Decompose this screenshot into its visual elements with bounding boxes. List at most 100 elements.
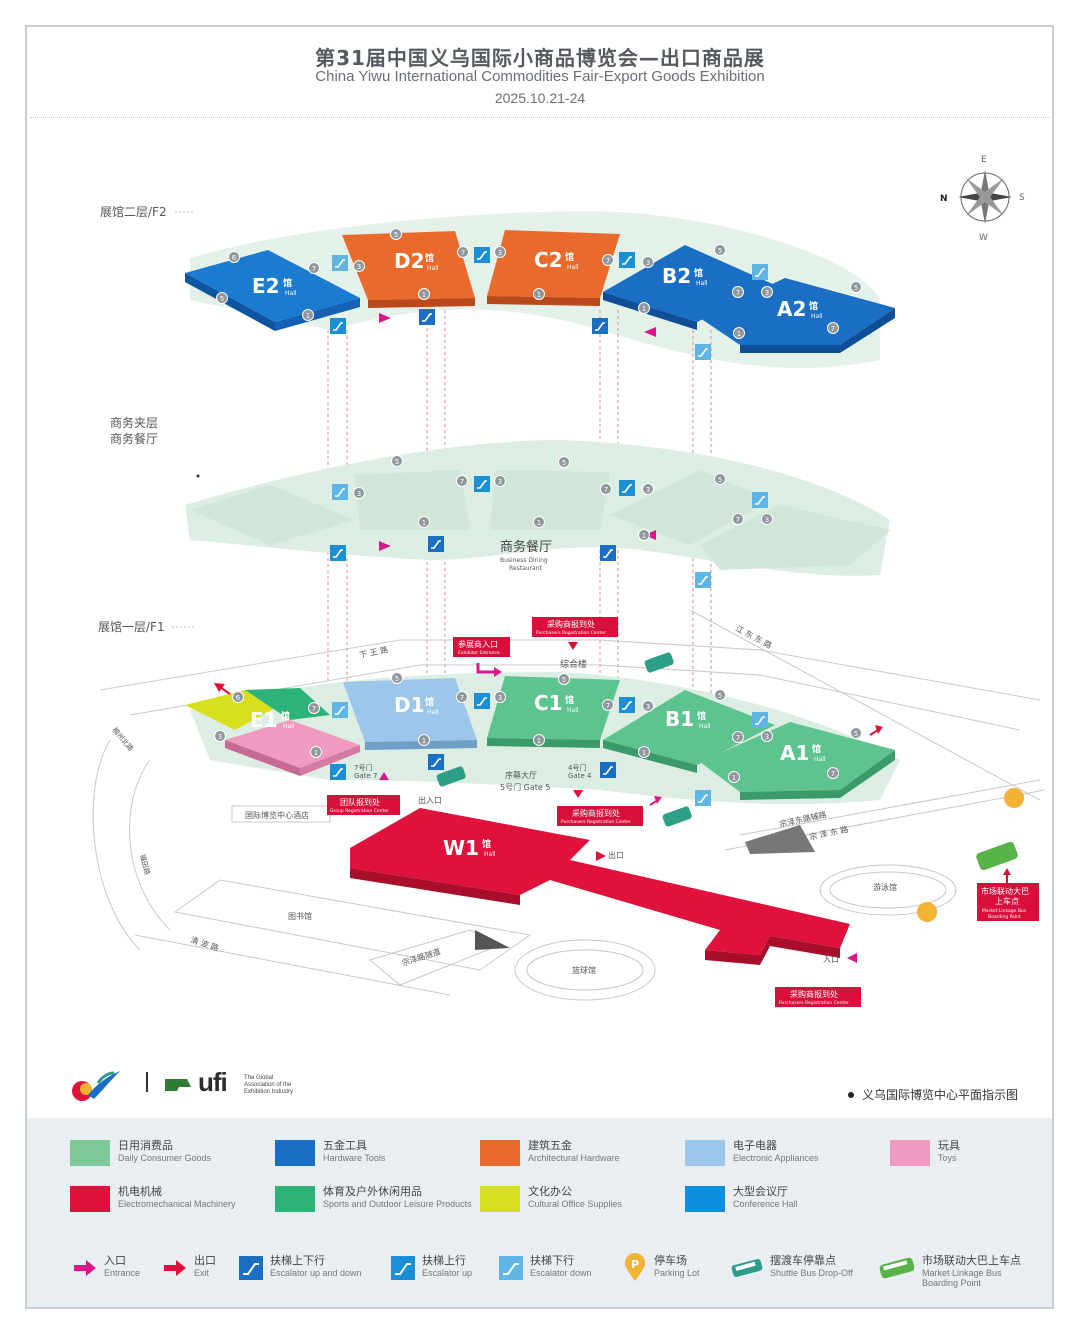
facility-marker: 1	[728, 771, 740, 783]
legend-label-cn: 文化办公	[528, 1185, 572, 1198]
facility-marker: 3	[214, 730, 226, 742]
svg-text:1: 1	[537, 737, 541, 745]
svg-text:6: 6	[236, 694, 241, 702]
facility-marker: 1	[533, 734, 545, 746]
legend-label-cn: 电子电器	[733, 1139, 777, 1152]
hall-c1[interactable]	[487, 676, 620, 740]
facility-marker: 5	[850, 727, 862, 739]
escalator-up-icon	[474, 693, 490, 709]
svg-text:Hall: Hall	[699, 723, 711, 730]
facility-marker: 7	[600, 483, 612, 495]
hall-b1[interactable]	[603, 690, 775, 765]
svg-text:馆: 馆	[812, 743, 821, 755]
facility-marker: 3	[353, 487, 365, 499]
svg-text:1: 1	[732, 774, 736, 782]
escalator-up-icon	[474, 476, 490, 492]
level-f1-label: 展馆一层/F1	[98, 619, 165, 634]
svg-text:Hall: Hall	[484, 851, 496, 858]
escalator-down-icon	[498, 1255, 524, 1281]
hall-e1[interactable]	[225, 720, 360, 768]
mezzanine-level: 商务餐厅 Business Dining Restaurant	[185, 440, 890, 576]
hall-a1[interactable]	[700, 722, 895, 792]
escalator-both-icon	[592, 318, 608, 334]
escalator-down-icon	[695, 790, 711, 806]
hall-e2[interactable]	[185, 250, 360, 322]
svg-text:序幕大厅: 序幕大厅	[505, 770, 537, 780]
svg-text:Hall: Hall	[696, 280, 708, 287]
facility-marker: 1	[302, 309, 314, 321]
svg-text:Gate 7: Gate 7	[354, 772, 377, 780]
legend-label-cn: 玩具	[938, 1139, 960, 1152]
hall-a2[interactable]	[700, 278, 895, 345]
escalator-down-icon	[752, 712, 768, 728]
svg-text:3: 3	[357, 490, 361, 498]
svg-text:5: 5	[220, 295, 224, 303]
svg-text:Hall: Hall	[814, 756, 826, 763]
svg-text:Hall: Hall	[427, 709, 439, 716]
svg-text:7: 7	[312, 265, 316, 273]
svg-text:7: 7	[460, 478, 464, 486]
hall-d1[interactable]	[343, 678, 477, 742]
svg-text:出入口: 出入口	[418, 795, 442, 805]
fair-logo-icon	[72, 1071, 120, 1101]
svg-text:4号门: 4号门	[568, 763, 586, 772]
legend-swatch	[275, 1140, 315, 1166]
escalator-both-icon	[600, 762, 616, 778]
facility-marker: 5	[850, 281, 862, 293]
ufi-mark-icon	[165, 1079, 191, 1091]
hall-e2-name: E2	[252, 274, 280, 298]
hall-w1[interactable]	[350, 808, 850, 955]
escalator-up-icon	[474, 247, 490, 263]
svg-text:7: 7	[831, 770, 835, 778]
svg-text:1: 1	[537, 519, 541, 527]
svg-text:5: 5	[562, 676, 566, 684]
svg-text:5: 5	[562, 459, 566, 467]
legend-swatch	[890, 1140, 930, 1166]
facility-marker: 3	[494, 691, 506, 703]
svg-text:参展商入口: 参展商入口	[458, 639, 498, 649]
facility-marker: 5	[714, 689, 726, 701]
svg-text:5: 5	[395, 458, 399, 466]
svg-text:3: 3	[498, 694, 502, 702]
svg-text:馆: 馆	[694, 267, 703, 279]
svg-text:5: 5	[854, 284, 858, 292]
entrance-arrow-icon	[72, 1255, 98, 1281]
facility-marker: 1	[638, 529, 650, 541]
page-subtitle: China Yiwu International Commodities Fai…	[315, 68, 765, 85]
svg-text:Market Linkage Bus: Market Linkage Bus	[982, 908, 1027, 914]
facility-marker: 3	[494, 246, 506, 258]
svg-text:游泳馆: 游泳馆	[873, 882, 897, 892]
escalator-up-icon	[330, 764, 346, 780]
svg-text:1: 1	[422, 291, 426, 299]
hall-c2[interactable]	[487, 230, 620, 298]
legend-swatch	[480, 1140, 520, 1166]
svg-text:5号门 Gate 5: 5号门 Gate 5	[500, 782, 550, 792]
hall-d2[interactable]	[342, 231, 475, 300]
svg-text:馆: 馆	[281, 710, 290, 722]
facility-marker: 7	[732, 286, 744, 298]
escalator-both-icon	[238, 1255, 264, 1281]
level-mezz-label-2: 商务餐厅	[110, 431, 158, 446]
legend-label-en: Electromechanical Machinery	[118, 1198, 236, 1209]
facility-marker: 5	[391, 455, 403, 467]
facility-marker: 7	[827, 322, 839, 334]
legend-label-cn: 五金工具	[323, 1139, 367, 1152]
svg-text:3: 3	[498, 249, 502, 257]
escalator-down-icon	[332, 255, 348, 271]
event-date: 2025.10.21-24	[494, 90, 586, 106]
facility-marker: 1	[418, 516, 430, 528]
svg-text:P: P	[631, 1258, 639, 1271]
escalator-both-icon	[419, 309, 435, 325]
facility-marker: 5	[391, 672, 403, 684]
hall-a2-name: A2	[777, 297, 806, 321]
svg-text:Restaurant: Restaurant	[509, 565, 542, 572]
facility-marker: 3	[494, 475, 506, 487]
svg-text:6: 6	[232, 254, 237, 262]
legend-label-cn: 日用消费品	[118, 1139, 173, 1152]
